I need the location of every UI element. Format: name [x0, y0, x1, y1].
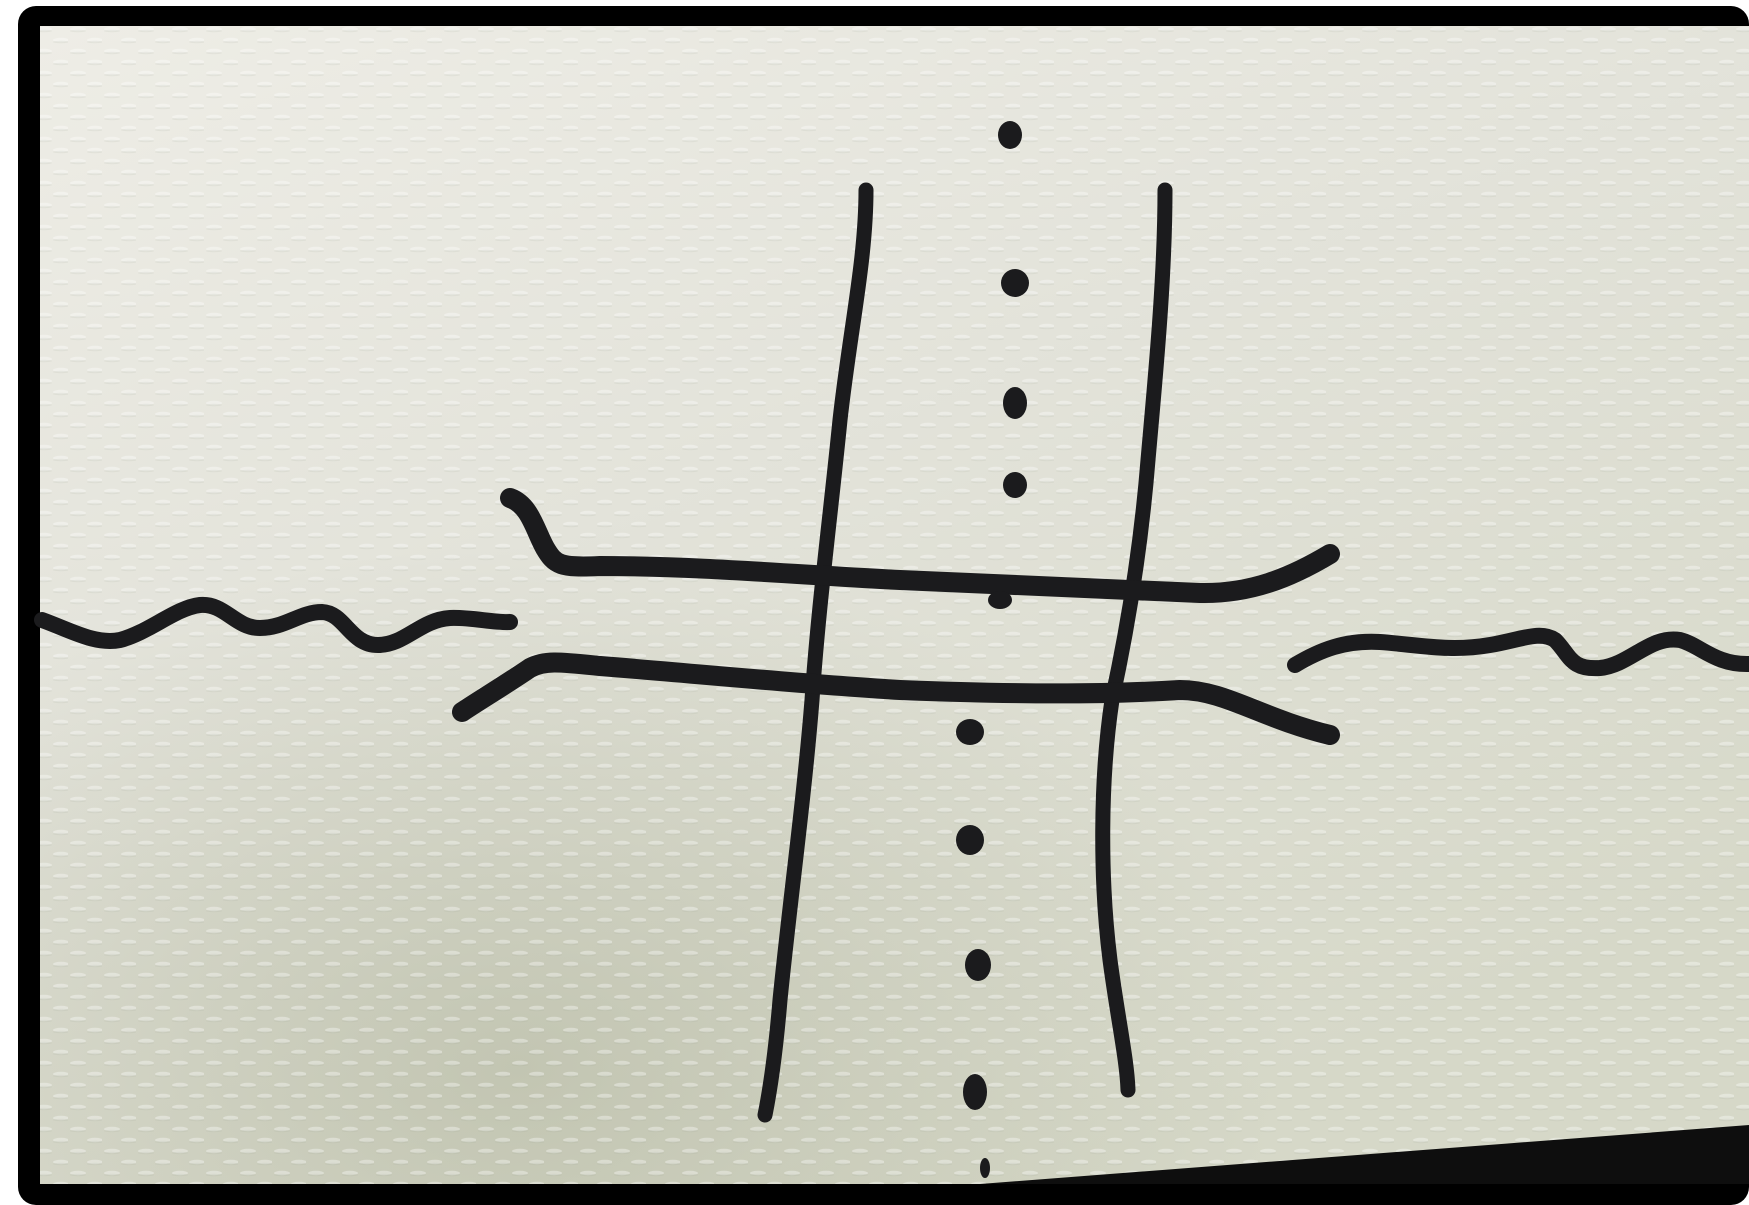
dot: [956, 719, 984, 745]
dot: [980, 1158, 990, 1178]
dot: [998, 121, 1022, 149]
dot: [1003, 472, 1027, 498]
dot: [1001, 269, 1029, 297]
dot: [988, 591, 1012, 609]
dot: [956, 825, 984, 855]
dot: [963, 1074, 987, 1110]
dot: [965, 949, 991, 981]
dot: [1003, 387, 1027, 419]
